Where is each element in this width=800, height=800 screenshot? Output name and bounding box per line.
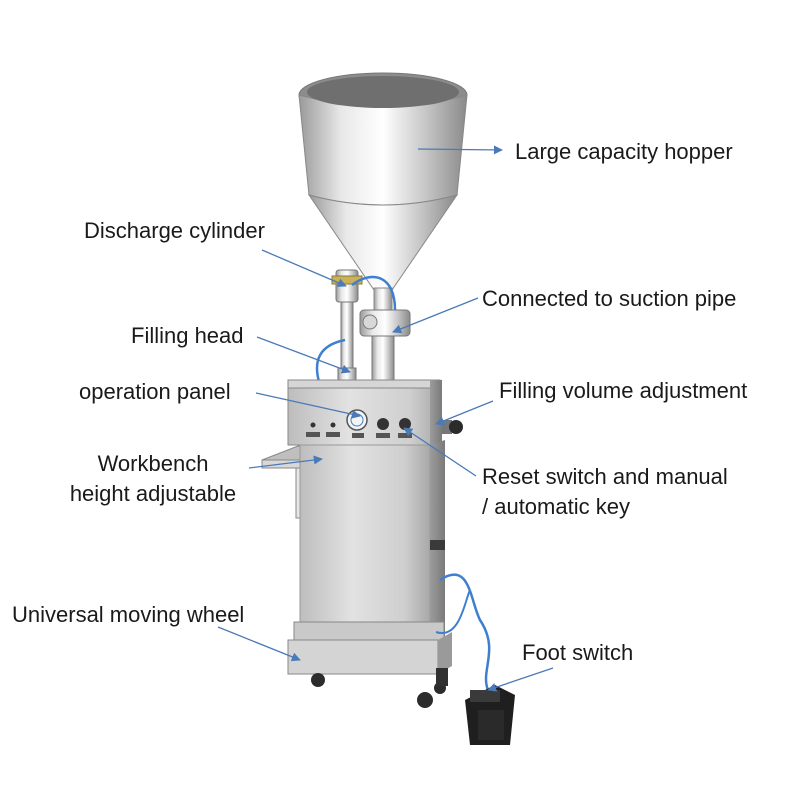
foot-switch: [465, 685, 515, 745]
label-wheel: Universal moving wheel: [12, 602, 245, 627]
valve-assembly: [359, 309, 411, 385]
label-hopper: Large capacity hopper: [515, 139, 733, 164]
callout-arrows: [217, 145, 554, 692]
arrow-foot-switch: [487, 667, 554, 692]
discharge-cylinder: [331, 269, 363, 383]
label-reset-line1: Reset switch and manual: [482, 464, 728, 489]
label-workbench-line1: Workbench: [97, 451, 209, 476]
label-discharge-cylinder: Discharge cylinder: [84, 218, 265, 243]
arrow-discharge-cylinder: [261, 249, 347, 287]
arrow-wheel: [217, 626, 301, 662]
arrow-reset-switch: [403, 427, 477, 477]
wheels: [311, 668, 448, 708]
label-filling-head: Filling head: [131, 323, 244, 348]
label-workbench: Workbench height adjustable: [56, 449, 250, 509]
arrow-filling-head: [256, 336, 351, 374]
label-operation-panel: operation panel: [79, 379, 231, 404]
cabinet: [287, 440, 452, 675]
label-reset-switch: Reset switch and manual / automatic key: [482, 462, 728, 522]
control-box: [287, 379, 463, 446]
label-reset-line2: / automatic key: [482, 494, 630, 519]
arrow-workbench: [248, 455, 323, 469]
arrow-volume-adjustment: [435, 400, 494, 426]
label-suction-pipe: Connected to suction pipe: [482, 286, 737, 311]
arrow-hopper: [417, 145, 503, 155]
arrow-operation-panel: [255, 392, 361, 419]
label-workbench-line2: height adjustable: [69, 481, 237, 506]
arrow-suction-pipe: [392, 297, 479, 334]
label-foot-switch: Foot switch: [522, 640, 634, 665]
label-volume-adjustment: Filling volume adjustment: [499, 378, 748, 403]
hopper: [298, 72, 468, 311]
